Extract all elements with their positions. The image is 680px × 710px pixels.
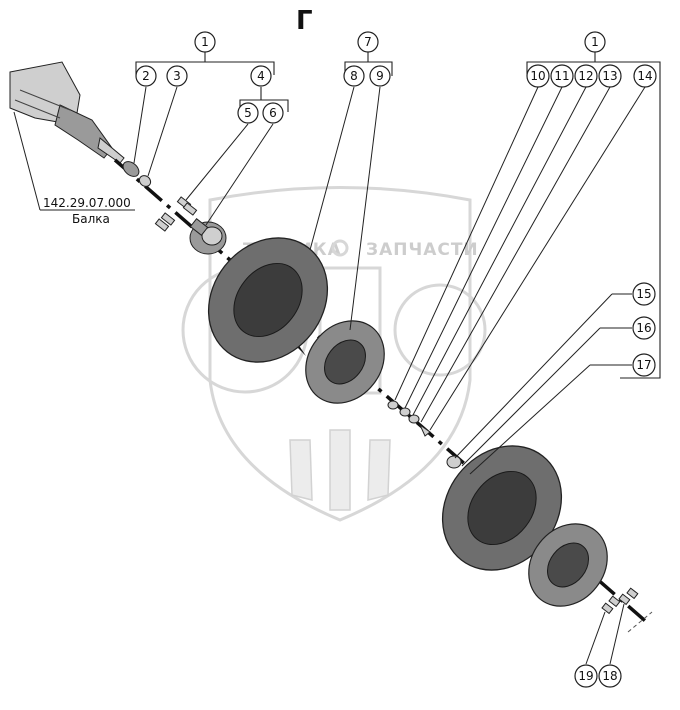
callout-4: 4 bbox=[250, 65, 272, 87]
svg-text:3: 3 bbox=[173, 69, 181, 83]
callout-3: 3 bbox=[166, 65, 188, 87]
reference-label: 142.29.07.000 Балка bbox=[13, 111, 135, 226]
svg-text:7: 7 bbox=[364, 35, 372, 49]
view-title: Г bbox=[296, 6, 313, 36]
part-6-bolts bbox=[154, 212, 176, 232]
callout-2: 2 bbox=[135, 65, 157, 87]
axle-beam bbox=[9, 61, 125, 164]
part-3-washer bbox=[138, 175, 152, 187]
callout-8: 8 bbox=[343, 65, 365, 87]
svg-text:2: 2 bbox=[142, 69, 150, 83]
callout-7: 7 bbox=[357, 31, 379, 53]
bracket-group-4 bbox=[239, 87, 289, 112]
tire-inner-wheel bbox=[207, 237, 329, 363]
svg-text:17: 17 bbox=[636, 358, 651, 372]
tire-outer-wheel bbox=[441, 445, 563, 571]
callout-15: 15 bbox=[632, 282, 656, 306]
parts-18-19-bolts bbox=[601, 587, 653, 633]
svg-text:14: 14 bbox=[637, 69, 652, 83]
svg-text:10: 10 bbox=[530, 69, 545, 83]
callout-14: 14 bbox=[633, 64, 657, 88]
callout-10: 10 bbox=[526, 64, 550, 88]
svg-text:1: 1 bbox=[201, 35, 209, 49]
callout-9: 9 bbox=[369, 65, 391, 87]
callout-18: 18 bbox=[598, 664, 622, 688]
svg-text:18: 18 bbox=[602, 669, 617, 683]
callout-19: 19 bbox=[574, 664, 598, 688]
callout-6: 6 bbox=[262, 102, 284, 124]
bracket-group-1-right bbox=[526, 52, 661, 379]
leader-lines bbox=[133, 86, 646, 665]
gear-icon bbox=[331, 239, 349, 257]
part-2-ring bbox=[122, 161, 140, 177]
hub bbox=[189, 218, 227, 255]
svg-text:16: 16 bbox=[636, 321, 651, 335]
callout-1-right: 1 bbox=[584, 31, 606, 53]
svg-text:13: 13 bbox=[602, 69, 617, 83]
callout-5: 5 bbox=[237, 102, 259, 124]
bracket-group-1-left bbox=[135, 52, 275, 75]
svg-text:12: 12 bbox=[578, 69, 593, 83]
svg-text:5: 5 bbox=[244, 106, 252, 120]
svg-text:11: 11 bbox=[554, 69, 569, 83]
svg-text:9: 9 bbox=[376, 69, 384, 83]
part-15-nut bbox=[446, 455, 462, 469]
watermark-text-right: ЗАПЧАСТИ bbox=[366, 240, 479, 260]
rim-inner-wheel bbox=[305, 320, 385, 404]
svg-text:19: 19 bbox=[578, 669, 593, 683]
svg-text:6: 6 bbox=[269, 106, 277, 120]
callout-17: 17 bbox=[632, 353, 656, 377]
reference-name: Балка bbox=[72, 212, 110, 226]
parts-10-13 bbox=[387, 400, 431, 437]
bracket-group-7 bbox=[344, 52, 393, 76]
callout-16: 16 bbox=[632, 316, 656, 340]
part-5-bolts bbox=[176, 196, 198, 216]
svg-text:8: 8 bbox=[350, 69, 358, 83]
callout-11: 11 bbox=[550, 64, 574, 88]
svg-text:1: 1 bbox=[591, 35, 599, 49]
watermark: ТЕХНИКА ЗАПЧАСТИ bbox=[181, 186, 487, 522]
callout-12: 12 bbox=[574, 64, 598, 88]
svg-text:15: 15 bbox=[636, 287, 651, 301]
reference-code: 142.29.07.000 bbox=[43, 196, 131, 210]
callout-13: 13 bbox=[598, 64, 622, 88]
callout-1-left: 1 bbox=[194, 31, 216, 53]
rim-outer-wheel bbox=[528, 523, 608, 607]
svg-text:4: 4 bbox=[257, 69, 265, 83]
